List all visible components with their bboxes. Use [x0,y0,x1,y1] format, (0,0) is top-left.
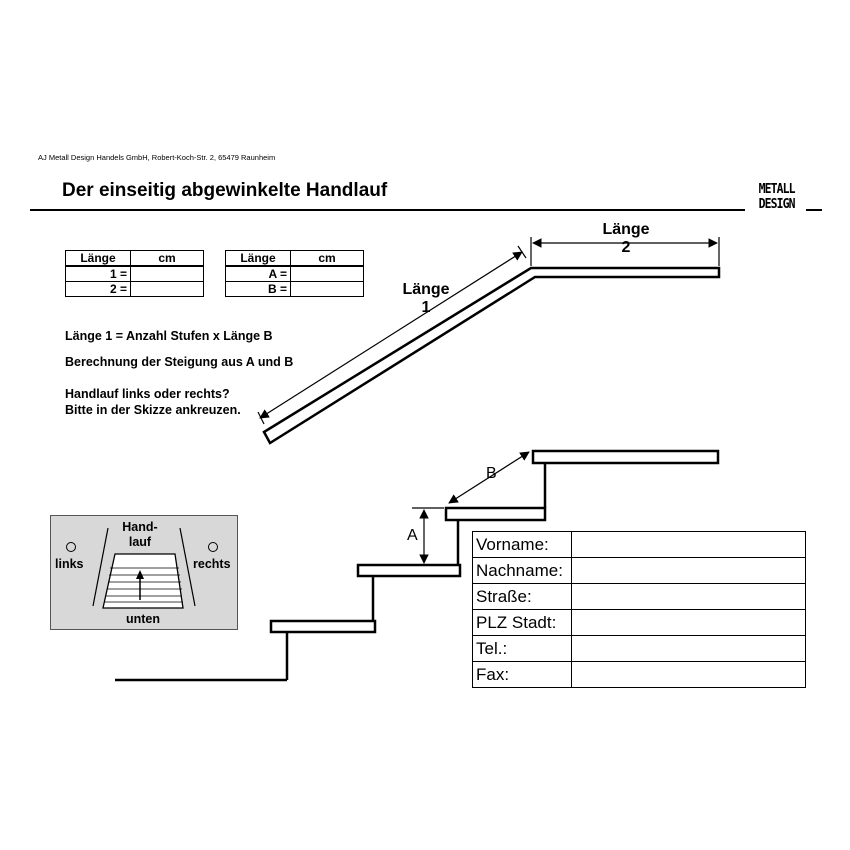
laenge-table: Länge cm 1 = 2 = [65,250,204,297]
handlauf-side-selector: Hand- lauf links rechts unten [50,515,238,630]
company-address: AJ Metall Design Handels GmbH, Robert-Ko… [38,153,276,162]
b-dimension [448,451,530,504]
laenge-2-label: 2 = [65,281,131,297]
form-row-fax: Fax: [472,661,806,688]
a-dimension-label: A [407,527,418,544]
form-row-nachname: Nachname: [472,557,806,584]
plz-stadt-field[interactable] [571,609,806,636]
tel-field[interactable] [571,635,806,662]
laenge-table-header-laenge: Länge [65,250,131,267]
laenge1-label: Länge 1 [378,281,474,317]
vorname-field[interactable] [571,531,806,558]
logo-line1: METALL [758,182,796,197]
laenge2-label-number: 2 [621,239,631,256]
laenge2-label-text: Länge [602,221,650,238]
laenge-2-input[interactable] [130,281,204,297]
unten-label: unten [125,612,161,626]
laenge2-label: Länge 2 [578,221,674,257]
tel-label: Tel.: [472,635,572,662]
selector-title-line2: lauf [128,535,152,549]
plz-stadt-label: PLZ Stadt: [472,609,572,636]
note-ankreuzen: Bitte in der Skizze ankreuzen. [65,403,241,417]
logo-line2: DESIGN [758,197,796,212]
note-handlauf-question: Handlauf links oder rechts? [65,387,230,401]
nachname-field[interactable] [571,557,806,584]
laenge1-label-number: 1 [421,299,431,316]
links-radio[interactable] [66,542,76,552]
note-steigung: Berechnung der Steigung aus A und B [65,355,294,369]
nachname-label: Nachname: [472,557,572,584]
metall-design-logo: METALL DESIGN [752,182,801,212]
laenge1-label-text: Länge [402,281,450,298]
stairs-drawing [115,449,720,682]
form-row-tel: Tel.: [472,635,806,662]
form-row-strasse: Straße: [472,583,806,610]
rechts-label: rechts [193,557,231,571]
rechts-radio[interactable] [208,542,218,552]
strasse-field[interactable] [571,583,806,610]
fax-label: Fax: [472,661,572,688]
handrail-drawing [262,266,721,445]
title-divider [30,209,745,211]
note-laenge-formula: Länge 1 = Anzahl Stufen x Länge B [65,329,273,343]
page-title: Der einseitig abgewinkelte Handlauf [62,180,388,201]
form-row-vorname: Vorname: [472,531,806,558]
selector-title-line1: Hand- [122,520,158,534]
form-row-plz-stadt: PLZ Stadt: [472,609,806,636]
a-dimension [412,507,444,564]
customer-form: Vorname: Nachname: Straße: PLZ Stadt: Te… [472,531,806,688]
b-dimension-label: B [486,465,497,482]
title-divider-right [806,209,822,211]
vorname-label: Vorname: [472,531,572,558]
links-label: links [55,557,84,571]
laenge1-dimension [257,245,527,425]
stair-plan-icon [92,527,196,609]
laenge2-dimension [530,237,720,266]
strasse-label: Straße: [472,583,572,610]
fax-field[interactable] [571,661,806,688]
